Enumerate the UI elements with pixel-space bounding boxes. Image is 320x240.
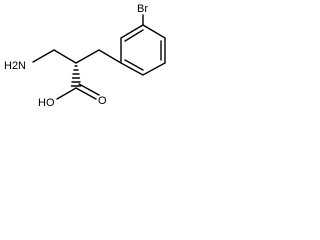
bond-nitrogen-methylene xyxy=(32,49,55,63)
bond-methylene-chiral-carbon xyxy=(53,49,77,64)
bond-carboxyl-carbon-hydroxyl xyxy=(56,87,77,100)
bond-carbonyl-double-a xyxy=(75,87,97,100)
bond-chiral-carbon-benzyl xyxy=(75,49,100,64)
benzene-ring xyxy=(120,24,166,76)
stereo-hashed-wedge-bond xyxy=(70,65,82,87)
bond-benzyl-ring xyxy=(98,49,122,64)
amine-label: H2N xyxy=(4,60,26,72)
hydroxyl-label: HO xyxy=(38,97,55,109)
molecule-structure-diagram: H2N HO O Br xyxy=(4,3,166,109)
carbonyl-oxygen-label: O xyxy=(98,95,107,107)
bromine-label: Br xyxy=(137,3,148,15)
bond-carbonyl-double-b xyxy=(78,83,100,96)
